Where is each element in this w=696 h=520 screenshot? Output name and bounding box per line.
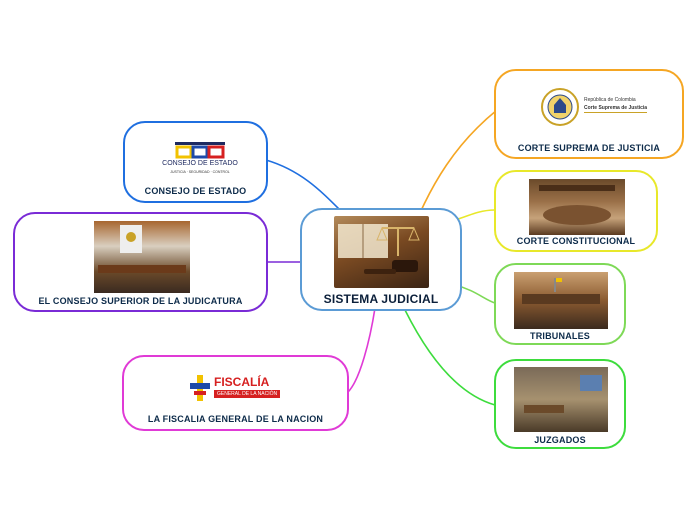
node-tribunales[interactable]: TRIBUNALES (494, 263, 626, 345)
corte-constitucional-label: CORTE CONSTITUCIONAL (516, 236, 636, 246)
center-label: SISTEMA JUDICIAL (323, 292, 439, 306)
consejo-estado-label: CONSEJO DE ESTADO (144, 186, 247, 196)
consejo-superior-photo (94, 221, 190, 293)
tribunales-label: TRIBUNALES (530, 331, 590, 341)
fiscalia-label: LA FISCALIA GENERAL DE LA NACION (147, 414, 324, 424)
corte-suprema-logo: República de Colombia Corte Suprema de J… (540, 87, 650, 127)
link-fiscalia (347, 307, 376, 393)
link-consejo-estado (265, 159, 341, 211)
corte-constitucional-photo (529, 179, 625, 235)
corte-suprema-label: CORTE SUPREMA DE JUSTICIA (517, 143, 661, 153)
consejo-estado-logo-sub: JUSTICIA · SEGURIDAD · CONTROL (170, 170, 230, 174)
juzgados-photo (514, 367, 608, 432)
node-consejo-superior[interactable]: EL CONSEJO SUPERIOR DE LA JUDICATURA (13, 212, 268, 312)
node-corte-constitucional[interactable]: CORTE CONSTITUCIONAL (494, 170, 658, 252)
gavel-book-image (334, 216, 429, 288)
fiscalia-logo-sub: GENERAL DE LA NACIÓN (214, 390, 281, 398)
node-juzgados[interactable]: JUZGADOS (494, 359, 626, 449)
corte-suprema-logo-line1: República de Colombia (584, 97, 636, 103)
consejo-estado-logo: CONSEJO DE ESTADO JUSTICIA · SEGURIDAD ·… (155, 139, 245, 179)
corte-suprema-logo-line2: Corte Suprema de Justicia (584, 105, 648, 113)
fiscalia-logo-title: FISCALÍA (214, 375, 270, 389)
consejo-superior-label: EL CONSEJO SUPERIOR DE LA JUDICATURA (38, 296, 243, 306)
center-node[interactable]: SISTEMA JUDICIAL (300, 208, 462, 311)
juzgados-label: JUZGADOS (534, 435, 586, 445)
node-consejo-estado[interactable]: CONSEJO DE ESTADO JUSTICIA · SEGURIDAD ·… (123, 121, 268, 203)
fiscalia-logo: FISCALÍA GENERAL DE LA NACIÓN (190, 375, 290, 405)
tribunales-photo (514, 272, 608, 329)
node-corte-suprema[interactable]: República de Colombia Corte Suprema de J… (494, 69, 684, 159)
link-juzgados (404, 309, 496, 406)
consejo-estado-logo-title: CONSEJO DE ESTADO (162, 160, 238, 167)
node-fiscalia[interactable]: FISCALÍA GENERAL DE LA NACIÓN LA FISCALI… (122, 355, 349, 431)
